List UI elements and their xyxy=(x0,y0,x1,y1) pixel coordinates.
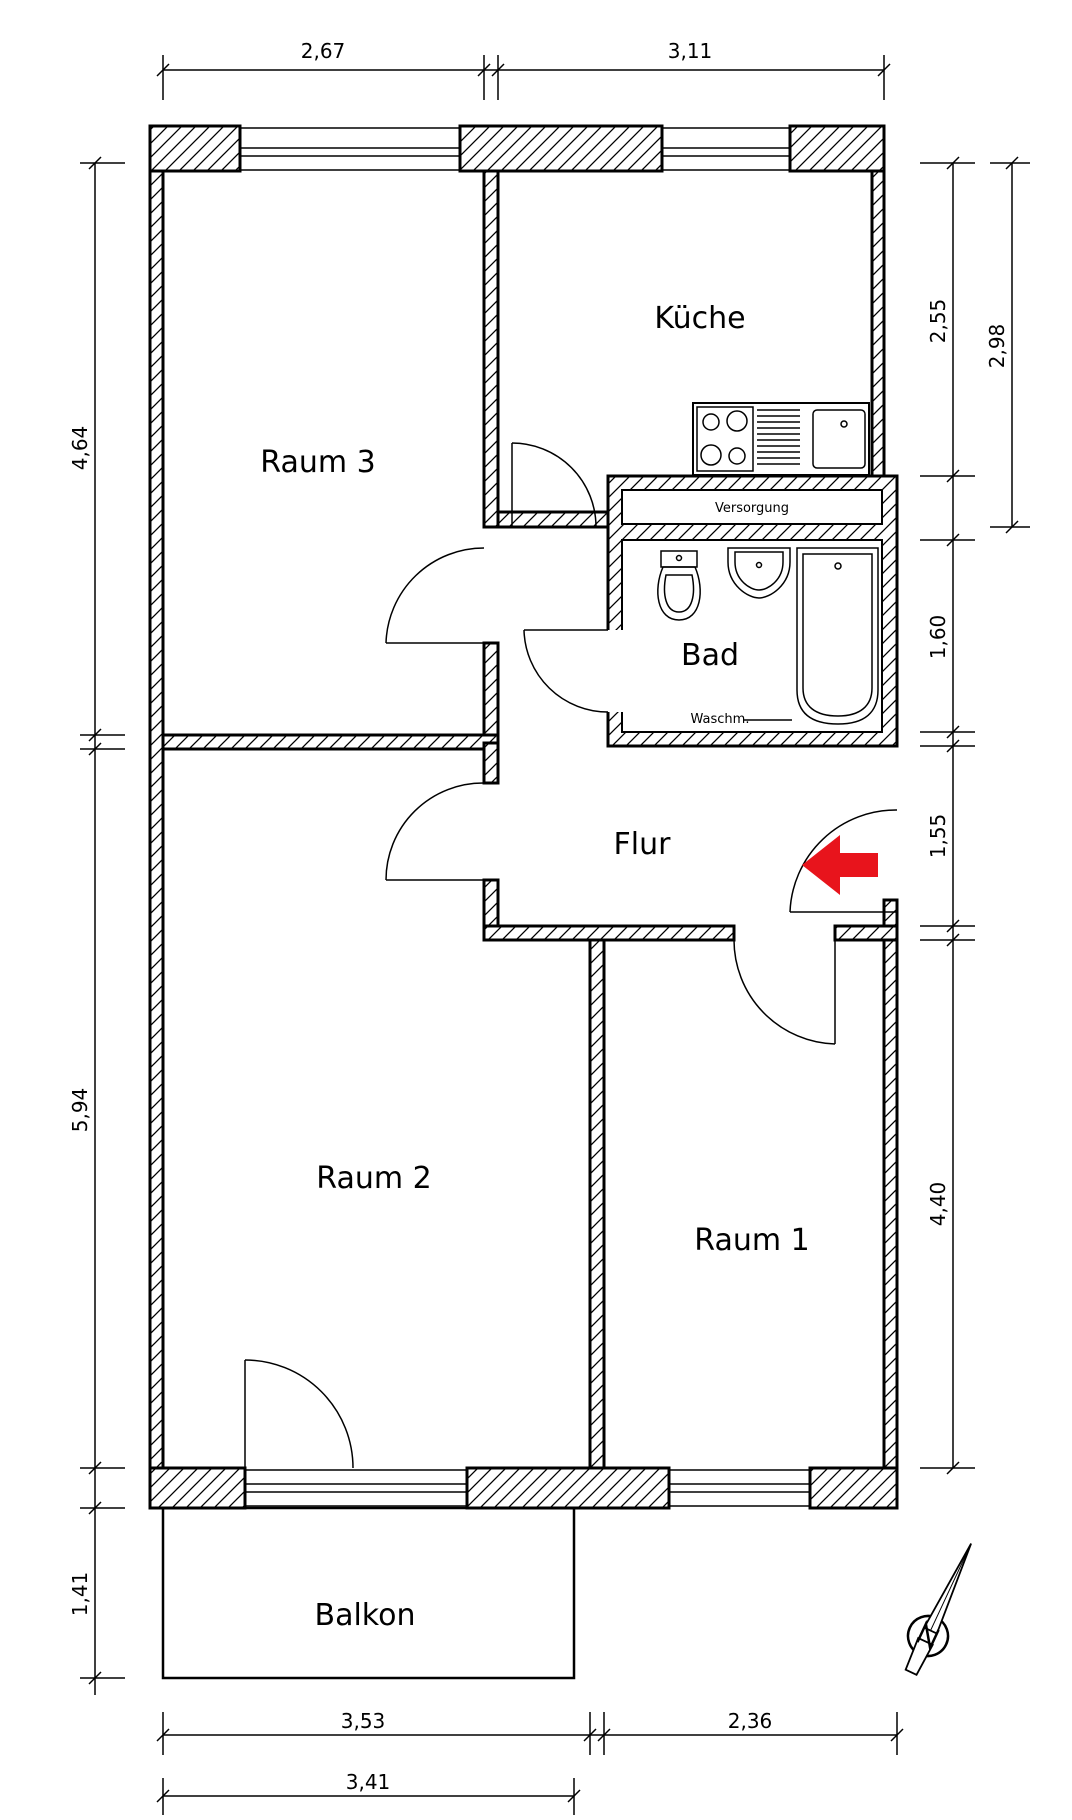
doors xyxy=(244,442,898,1469)
kitchen-counter xyxy=(692,402,870,476)
room-label-bad: Bad xyxy=(681,638,739,673)
dim-right-raum1: 4,40 xyxy=(926,1182,950,1227)
dim-bottom-right: 2,36 xyxy=(728,1709,773,1733)
room-label-raum1: Raum 1 xyxy=(694,1223,809,1258)
bath-fixtures xyxy=(657,547,879,725)
dim-left-upper: 4,64 xyxy=(68,426,92,471)
bathroom-interior xyxy=(621,539,883,733)
versorgung-shaft xyxy=(621,489,883,525)
label-waschmaschine: Waschm. xyxy=(691,712,750,727)
room-label-kueche: Küche xyxy=(654,301,745,336)
dim-left-balkon: 1,41 xyxy=(68,1572,92,1617)
entrance-arrow-icon xyxy=(802,835,878,895)
walls xyxy=(148,124,899,1510)
room-label-flur: Flur xyxy=(614,827,672,862)
room-label-raum3: Raum 3 xyxy=(260,445,375,480)
dim-right-bad: 1,60 xyxy=(926,615,950,660)
dim-bottom-balkon: 3,41 xyxy=(346,1770,391,1794)
balcony-outline xyxy=(161,1506,576,1680)
windows xyxy=(240,127,810,1507)
dim-right-flur: 1,55 xyxy=(926,814,950,859)
dim-right-kueche-outer: 2,98 xyxy=(985,324,1009,369)
dim-top-left: 2,67 xyxy=(301,39,346,63)
north-compass-icon xyxy=(904,1543,972,1676)
label-versorgung: Versorgung xyxy=(715,501,789,516)
dimension-lines xyxy=(80,55,1030,1815)
dim-bottom-left: 3,53 xyxy=(341,1709,386,1733)
dim-left-lower: 5,94 xyxy=(68,1088,92,1133)
room-label-raum2: Raum 2 xyxy=(316,1161,431,1196)
dim-top-right: 3,11 xyxy=(668,39,713,63)
dim-right-kueche: 2,55 xyxy=(926,299,950,344)
room-label-balkon: Balkon xyxy=(315,1598,416,1633)
